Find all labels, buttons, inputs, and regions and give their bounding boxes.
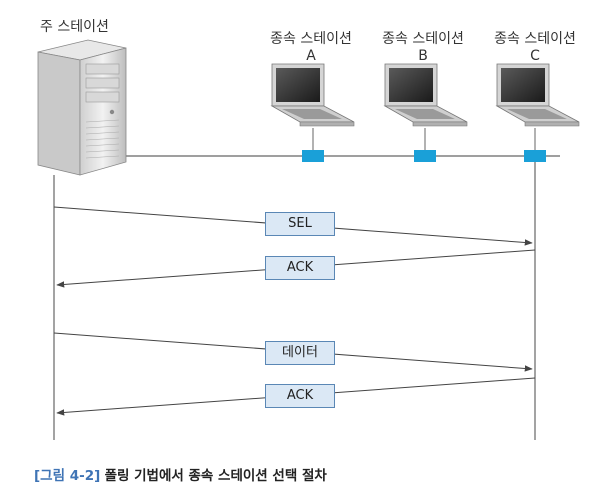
server-tower-icon xyxy=(37,39,127,176)
laptop-icon-b xyxy=(383,63,468,127)
ack-message-box-2: ACK xyxy=(265,384,335,408)
laptop-icon-c xyxy=(495,63,580,127)
station-b-label: 종속 스테이션 B xyxy=(382,31,464,64)
figure-title: 폴링 기법에서 종속 스테이션 선택 절차 xyxy=(104,468,327,484)
figure-number: [그림 4-2] xyxy=(34,468,101,484)
connector-a xyxy=(302,150,324,162)
figure-caption: [그림 4-2] 폴링 기법에서 종속 스테이션 선택 절차 xyxy=(34,464,327,484)
station-a-label: 종속 스테이션 A xyxy=(270,31,352,64)
ack-message-box-1: ACK xyxy=(265,256,335,280)
laptop-icon-a xyxy=(270,63,355,127)
sel-message-box: SEL xyxy=(265,212,335,236)
data-message-box: 데이터 xyxy=(265,341,335,365)
primary-station-label: 주 스테이션 xyxy=(40,19,109,35)
connector-c xyxy=(524,150,546,162)
connector-b xyxy=(414,150,436,162)
station-c-label: 종속 스테이션 C xyxy=(494,31,576,64)
